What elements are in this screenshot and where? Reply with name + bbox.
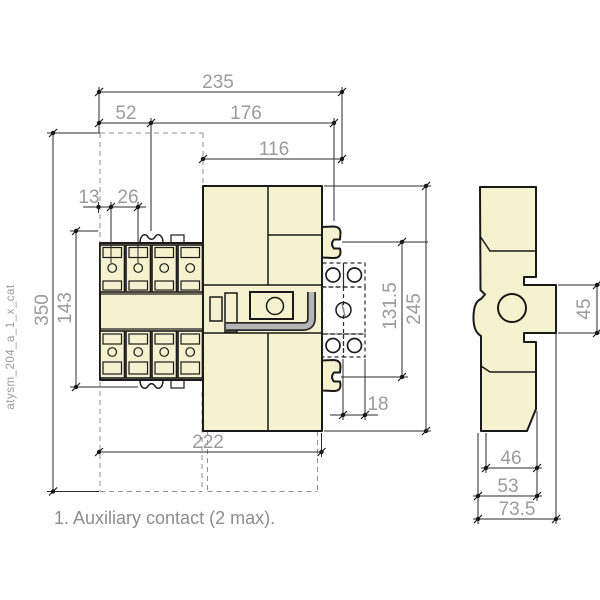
dim-depth-overall: 73.5 bbox=[499, 499, 536, 520]
dimension-labels: 235 52 176 116 13 26 350 143 131.5 245 1… bbox=[32, 72, 595, 520]
mechanism-slot-tall bbox=[224, 292, 238, 333]
dimension-lines bbox=[47, 87, 600, 524]
aux-contact-terminal bbox=[346, 267, 363, 283]
upper-fixing-tab bbox=[321, 225, 342, 260]
dim-overall-height: 350 bbox=[32, 294, 53, 326]
dim-body-width: 116 bbox=[259, 139, 289, 160]
side-cover-joint-bottom bbox=[480, 365, 536, 373]
aux-contact-terminal bbox=[325, 337, 341, 354]
dim-right-section: 176 bbox=[230, 103, 262, 124]
dim-fixing-centers: 131.5 bbox=[380, 282, 401, 330]
auxiliary-contact-zone bbox=[321, 262, 366, 358]
clip-tab-top bbox=[170, 234, 185, 244]
side-cover-joint-top bbox=[479, 235, 536, 252]
dim-aux-pitch: 18 bbox=[367, 394, 388, 415]
drawing-reference-code: atysm_204_a_1_x_cat bbox=[5, 284, 17, 410]
aux-contact-terminal bbox=[346, 337, 363, 354]
side-view-body bbox=[472, 186, 557, 432]
dim-body-height: 245 bbox=[404, 293, 425, 325]
clip-tab-bottom bbox=[170, 379, 185, 389]
dim-left-section: 52 bbox=[115, 103, 136, 124]
dim-module-height: 143 bbox=[55, 292, 76, 324]
din-clip-bottom bbox=[139, 379, 164, 389]
dim-lower-width: 222 bbox=[192, 432, 224, 453]
side-handle-shaft bbox=[497, 293, 527, 323]
aux-fixing-screw bbox=[335, 301, 352, 319]
handle-hub-shaft bbox=[265, 296, 285, 316]
dim-terminal-pitch: 26 bbox=[117, 187, 138, 208]
dim-depth-inner: 46 bbox=[500, 448, 521, 469]
front-view-terminal-module bbox=[99, 234, 204, 389]
dashed-accessory-outline bbox=[99, 132, 318, 492]
dim-flange-height: 45 bbox=[574, 298, 595, 319]
lower-fixing-tab bbox=[321, 359, 342, 393]
handle-hub-plate bbox=[249, 291, 294, 320]
caption-auxiliary-contact: 1. Auxiliary contact (2 max). bbox=[54, 508, 275, 528]
dim-edge-to-terminal: 13 bbox=[78, 187, 99, 208]
front-view-main-body bbox=[202, 185, 342, 432]
dim-depth-mid: 53 bbox=[497, 476, 518, 497]
dimension-ticks bbox=[48, 87, 600, 524]
aux-contact-terminal bbox=[325, 267, 341, 283]
mechanism-slot-small bbox=[209, 296, 223, 322]
din-clip-top bbox=[139, 234, 164, 244]
screw-slot bbox=[341, 302, 346, 318]
dim-overall-width: 235 bbox=[202, 72, 234, 93]
